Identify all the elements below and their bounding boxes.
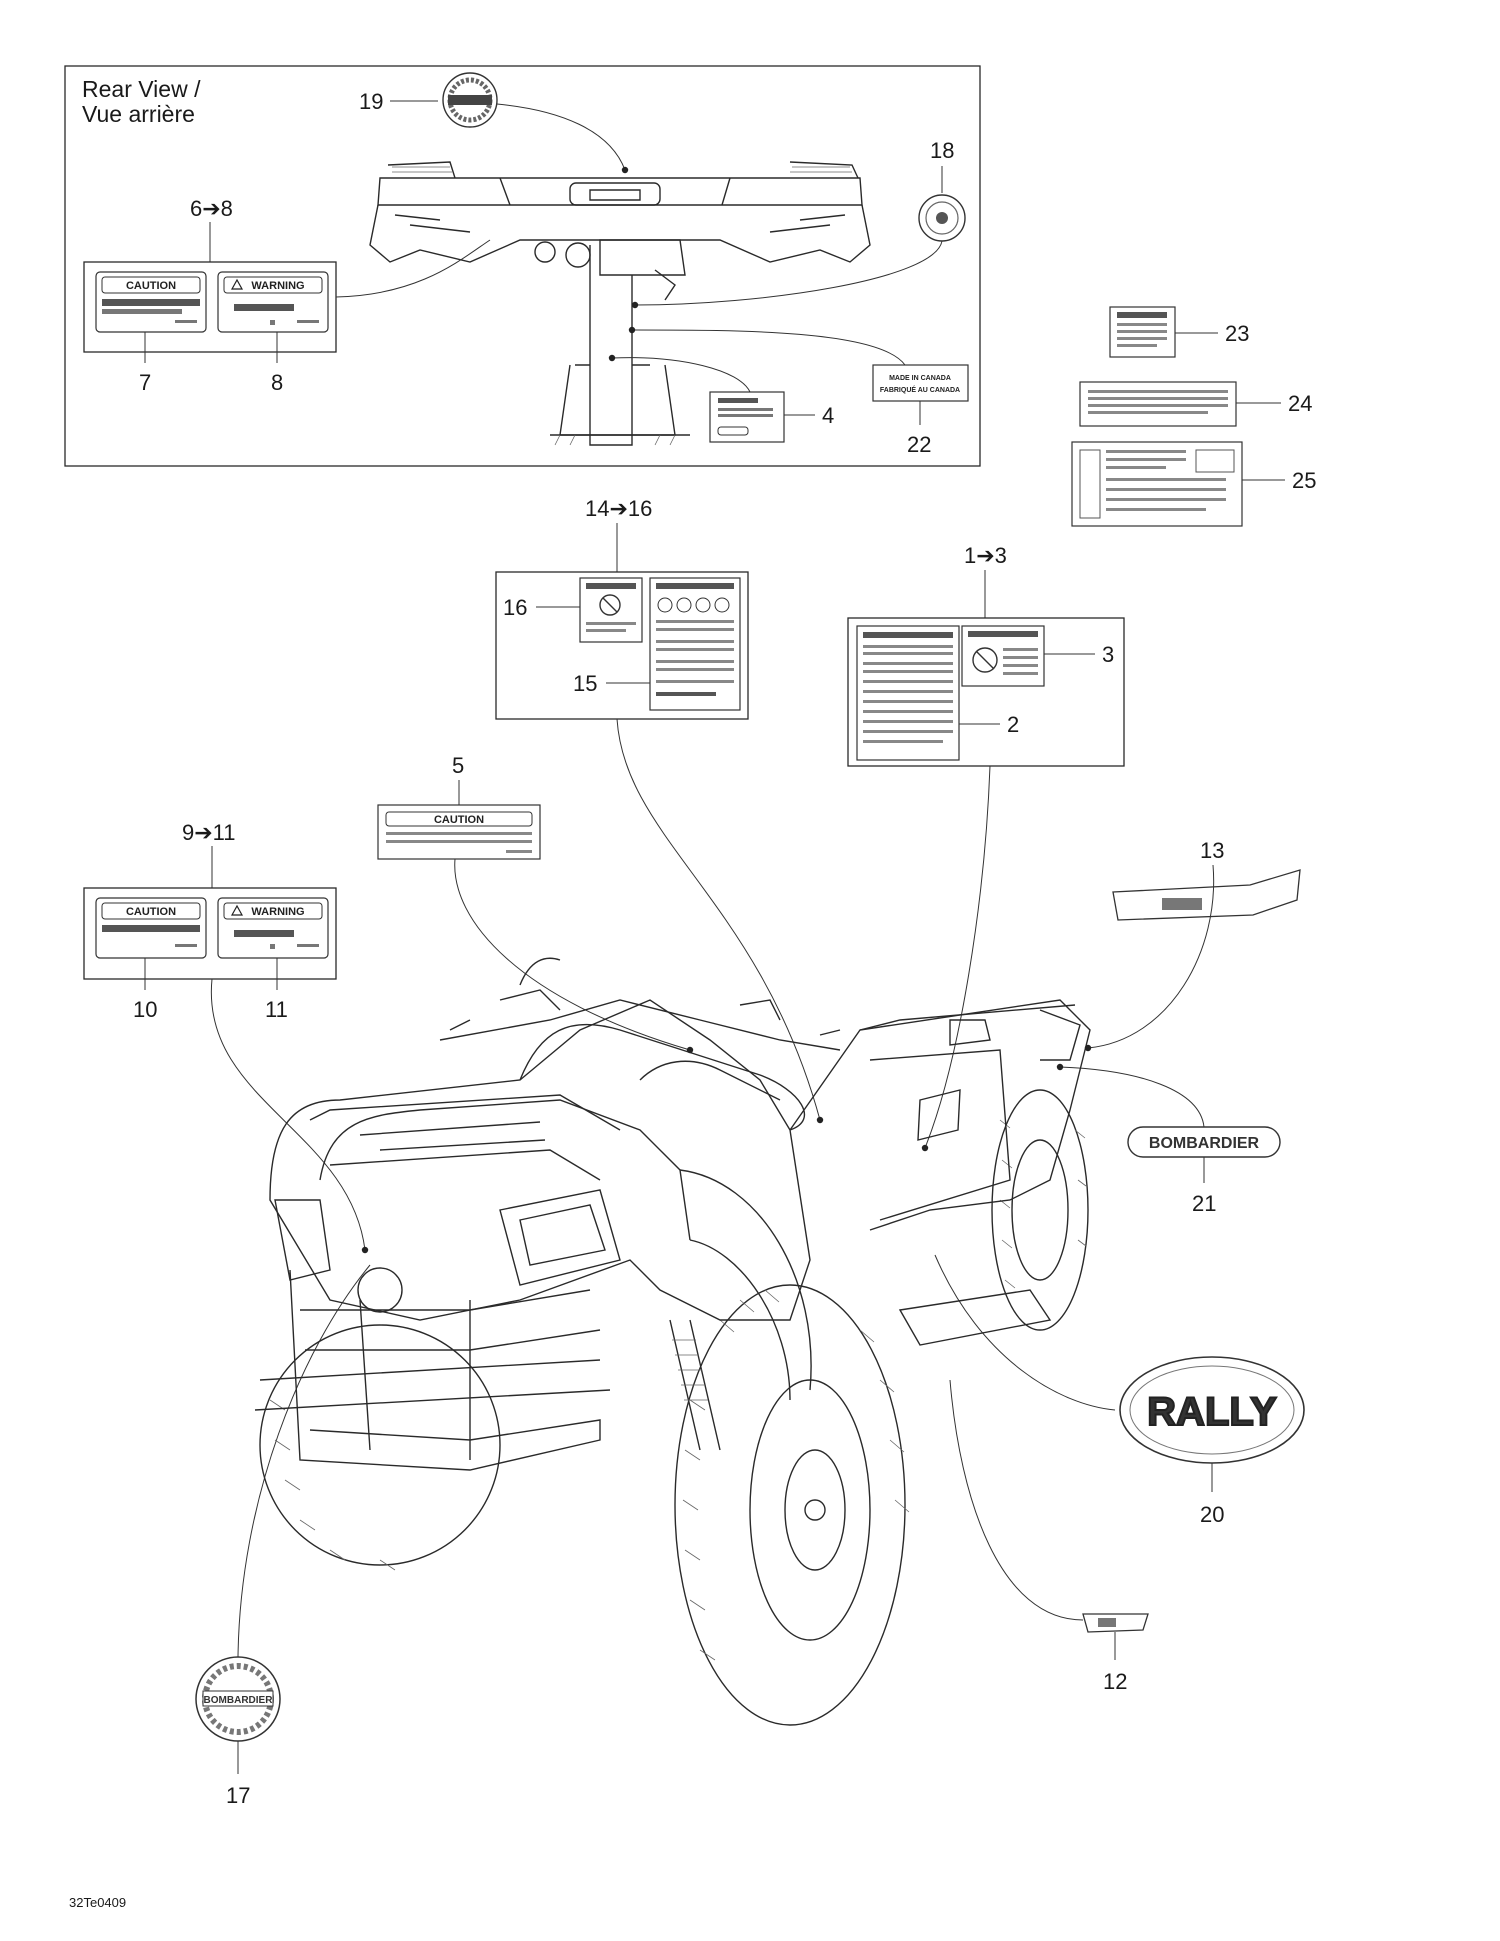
svg-text:CAUTION: CAUTION (434, 814, 484, 826)
svg-text:FABRIQUÉ AU CANADA: FABRIQUÉ AU CANADA (880, 385, 960, 394)
callout-6-8: 6➔8 (190, 196, 233, 221)
callout-23: 23 (1225, 321, 1249, 346)
callout-22: 22 (907, 432, 931, 457)
label-22-made-in-canada: MADE IN CANADA FABRIQUÉ AU CANADA (872, 364, 969, 402)
decal-13 (1112, 869, 1301, 921)
emblem-19 (442, 72, 498, 128)
callout-15: 15 (573, 671, 597, 696)
callout-24: 24 (1288, 391, 1312, 416)
label-24 (1079, 381, 1237, 427)
label-11-warning: WARNING (217, 897, 329, 959)
label-15 (649, 577, 741, 711)
rear-view-title-en: Rear View / (82, 76, 201, 102)
decal-21-bombardier: BOMBARDIER (1127, 1126, 1281, 1158)
callout-7: 7 (139, 370, 151, 395)
callout-3: 3 (1102, 642, 1114, 667)
svg-text:BOMBARDIER: BOMBARDIER (1149, 1135, 1260, 1152)
callout-10: 10 (133, 997, 157, 1022)
label-23 (1109, 306, 1176, 358)
svg-text:WARNING: WARNING (251, 280, 304, 292)
label-5-caution: CAUTION (377, 804, 541, 860)
atv-drawing (254, 957, 1092, 1726)
callout-18: 18 (930, 138, 954, 163)
callout-16: 16 (503, 595, 527, 620)
callout-25: 25 (1292, 468, 1316, 493)
label-7-caution: CAUTION (95, 271, 207, 333)
emblem-17: BOMBARDIER (195, 1656, 281, 1742)
svg-text:CAUTION: CAUTION (126, 280, 176, 292)
label-10-caution: CAUTION (95, 897, 207, 959)
callout-17: 17 (226, 1783, 250, 1808)
callout-8: 8 (271, 370, 283, 395)
svg-text:MADE IN CANADA: MADE IN CANADA (889, 375, 951, 382)
rear-view-inset: Rear View / Vue arrière (64, 65, 981, 467)
callout-13: 13 (1200, 838, 1224, 863)
callout-5: 5 (452, 753, 464, 778)
svg-text:RALLY: RALLY (1147, 1390, 1277, 1434)
figure-code: 32Te0409 (69, 1895, 126, 1910)
callout-14-16: 14➔16 (585, 496, 652, 521)
callout-11: 11 (265, 997, 288, 1022)
label-3 (961, 625, 1045, 687)
svg-text:CAUTION: CAUTION (126, 906, 176, 918)
rear-view-title-fr: Vue arrière (82, 101, 195, 127)
callout-20: 20 (1200, 1502, 1224, 1527)
emblem-18 (918, 194, 966, 242)
callout-12: 12 (1103, 1669, 1127, 1694)
callout-1-3: 1➔3 (964, 543, 1007, 568)
callout-2: 2 (1007, 712, 1019, 737)
svg-text:BOMBARDIER: BOMBARDIER (204, 1695, 274, 1706)
rear-vehicle-drawing (369, 161, 871, 446)
callout-4: 4 (822, 403, 834, 428)
svg-text:WARNING: WARNING (251, 906, 304, 918)
callout-9-11: 9➔11 (182, 820, 236, 845)
label-8-warning: WARNING (217, 271, 329, 333)
label-16 (579, 577, 643, 643)
decal-20-rally: RALLY (1119, 1356, 1305, 1464)
label-25 (1071, 441, 1243, 527)
callout-21: 21 (1192, 1191, 1216, 1216)
label-4 (709, 391, 785, 443)
label-2 (856, 625, 960, 761)
decal-12 (1082, 1613, 1149, 1633)
callout-19: 19 (359, 89, 383, 114)
